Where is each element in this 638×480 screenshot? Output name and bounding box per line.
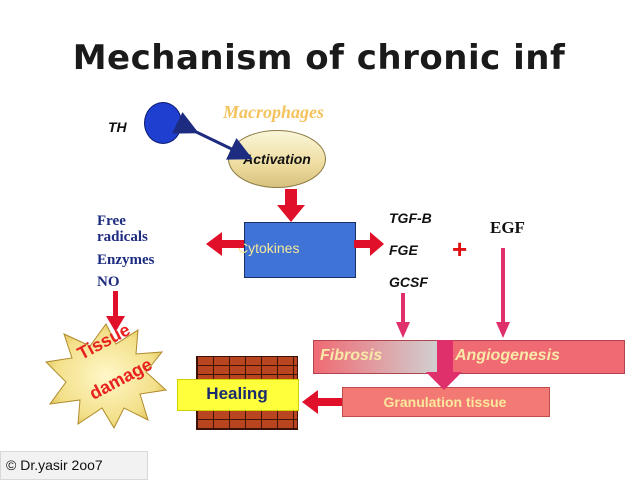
cytokines-label: Cytokines	[238, 240, 300, 256]
egf-label: EGF	[490, 218, 525, 237]
plus-sign: +	[452, 234, 468, 264]
no-label: NO	[97, 274, 120, 290]
fge-label: FGE	[389, 242, 418, 258]
radicals-label: radicals	[97, 229, 148, 245]
cytokines-to-radicals-arrow	[206, 232, 244, 256]
free-radicals-label: Free	[97, 213, 126, 229]
th-macrophage-arrow	[171, 111, 253, 160]
copyright-box	[0, 451, 148, 480]
angiogenesis-label: Angiogenesis	[455, 347, 560, 364]
healing-node	[177, 379, 299, 411]
th-label: TH	[108, 119, 127, 135]
tgfb-label: TGF-B	[389, 210, 432, 226]
granulation-tissue-node	[342, 387, 550, 417]
activation-to-cytokines-arrow	[277, 189, 305, 222]
copyright-label: © Dr.yasir 2oo7	[6, 457, 103, 473]
starburst-icon	[44, 323, 168, 430]
fibrosis-angiogenesis-bar	[313, 340, 625, 374]
granulation-tissue-label: Granulation tissue	[383, 394, 507, 410]
page-title: Mechanism of chronic inf	[72, 38, 566, 78]
activation-label: Activation	[243, 151, 311, 167]
gcsf-label: GCSF	[389, 274, 428, 290]
cytokines-node	[244, 222, 356, 278]
fibrosis-to-granulation-arrow	[426, 340, 462, 390]
healing-label: Healing	[206, 384, 268, 403]
enzymes-label: Enzymes	[97, 252, 155, 268]
granulation-to-healing-arrow	[302, 390, 342, 414]
egf-to-angiogenesis-arrow	[496, 248, 510, 338]
cytokines-to-growth-factors-arrow	[354, 232, 384, 256]
no-to-tissue-damage-arrow	[106, 291, 125, 332]
fibrosis-label: Fibrosis	[320, 347, 383, 364]
gcsf-to-fibrosis-arrow	[396, 293, 410, 338]
